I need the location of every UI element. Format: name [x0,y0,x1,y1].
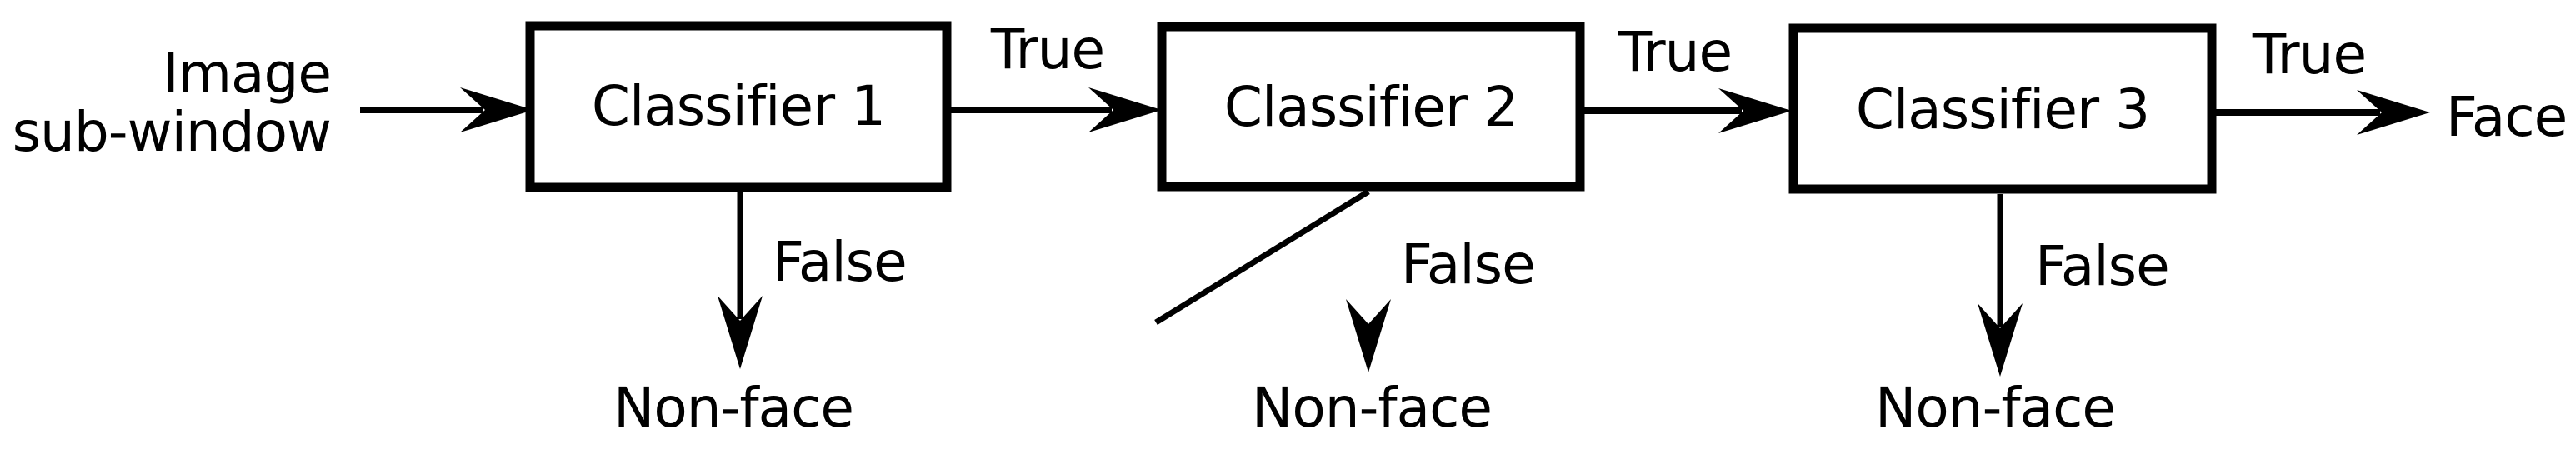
input-label-line-1: Image [163,42,331,106]
true-arrow-3 [2216,90,2430,135]
true-label-2: True [1618,20,1732,84]
classifier-2-box [1157,22,1585,192]
classifier-1-box [525,21,952,192]
false-label-3: False [2035,234,2169,298]
face-label: Face [2446,85,2567,149]
arrow-line [1154,189,1370,325]
arrowhead-icon [1346,299,1391,372]
classifier-3-label: Classifier 3 [1856,77,2149,142]
false-label-2: False [1401,232,1535,297]
classifier-2-label: Classifier 2 [1224,75,1518,139]
true-arrow-1 [951,87,1162,132]
non-face-label-2: Non-face [1252,376,1492,440]
false-arrow-1 [718,192,763,369]
false-label-1: False [773,230,907,294]
false-arrow-3 [1978,194,2023,377]
non-face-label-1: Non-face [613,376,853,440]
input-label-line-2: sub-window [13,100,331,164]
false-arrow-2 [1154,189,1391,372]
true-arrow-2 [1584,88,1792,133]
true-label-3: True [2252,22,2366,87]
input-arrow [360,87,533,132]
non-face-label-3: Non-face [1875,376,2115,440]
true-label-1: True [990,17,1104,82]
classifier-1-label: Classifier 1 [592,74,885,138]
classifier-3-box [1788,23,2217,194]
